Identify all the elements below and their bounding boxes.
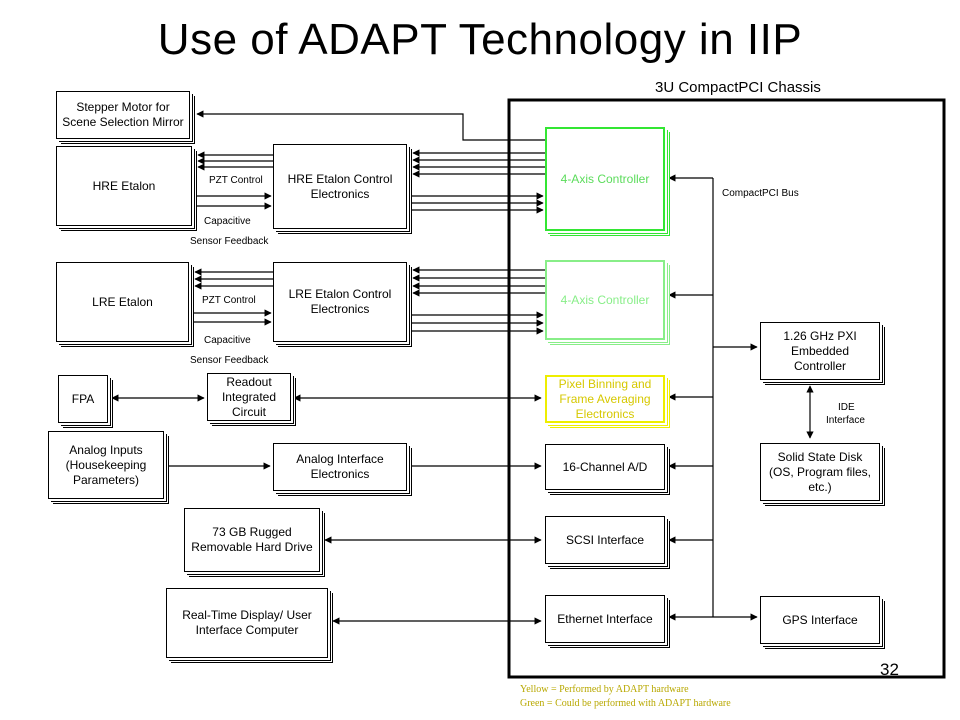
hre-controller-lines: [410, 149, 545, 214]
solid-state-disk-block: Solid State Disk (OS, Program files, etc…: [760, 443, 880, 501]
stepper-line: [196, 110, 545, 141]
analog-interface-block: Analog Interface Electronics: [273, 443, 407, 491]
hre-pzt-lines: [195, 151, 273, 210]
hard-drive-block: 73 GB Rugged Removable Hard Drive: [184, 508, 320, 572]
hre-etalon-block: HRE Etalon: [56, 146, 192, 226]
pixel-binning-block: Pixel Binning and Frame Averaging Electr…: [545, 375, 665, 423]
ad-16-block: 16-Channel A/D: [545, 444, 665, 490]
lre-etalon-block: LRE Etalon: [56, 262, 189, 342]
page-title: Use of ADAPT Technology in IIP: [157, 15, 803, 64]
lre-capacitive-label: Capacitive: [204, 335, 251, 346]
ethernet-block: Ethernet Interface: [545, 595, 665, 643]
fpa-block: FPA: [58, 375, 108, 423]
lre-sensor-feedback-label: Sensor Feedback: [190, 355, 269, 366]
lre-controller-lines: [410, 266, 545, 335]
stepper-motor-block: Stepper Motor for Scene Selection Mirror: [56, 91, 190, 139]
display-computer-block: Real-Time Display/ User Interface Comput…: [166, 588, 328, 658]
legend-green: Green = Could be performed with ADAPT ha…: [520, 698, 731, 709]
scsi-block: SCSI Interface: [545, 516, 665, 564]
controller-1-block: 4-Axis Controller: [545, 127, 665, 231]
chassis-label: 3U CompactPCI Chassis: [655, 79, 821, 96]
lre-pzt-label: PZT Control: [202, 295, 256, 306]
ide-label-1: IDE: [838, 402, 855, 413]
lre-pzt-lines: [192, 268, 273, 326]
hre-sensor-feedback-label: Sensor Feedback: [190, 236, 269, 247]
readout-circuit-block: Readout Integrated Circuit: [207, 373, 291, 421]
chassis-frame: [507, 98, 946, 679]
hre-capacitive-label: Capacitive: [204, 216, 251, 227]
page-number: 32: [880, 660, 899, 679]
gps-block: GPS Interface: [760, 596, 880, 644]
hre-electronics-block: HRE Etalon Control Electronics: [273, 144, 407, 229]
controller-2-block: 4-Axis Controller: [545, 260, 665, 340]
analog-inputs-block: Analog Inputs (Housekeeping Parameters): [48, 431, 164, 499]
compactpci-bus-label: CompactPCI Bus: [722, 188, 799, 199]
bus-branches: [668, 174, 758, 621]
ide-label-2: Interface: [826, 415, 865, 426]
hre-pzt-label: PZT Control: [209, 175, 263, 186]
legend-yellow: Yellow = Performed by ADAPT hardware: [520, 684, 689, 695]
lre-electronics-block: LRE Etalon Control Electronics: [273, 262, 407, 342]
pxi-controller-block: 1.26 GHz PXI Embedded Controller: [760, 322, 880, 380]
